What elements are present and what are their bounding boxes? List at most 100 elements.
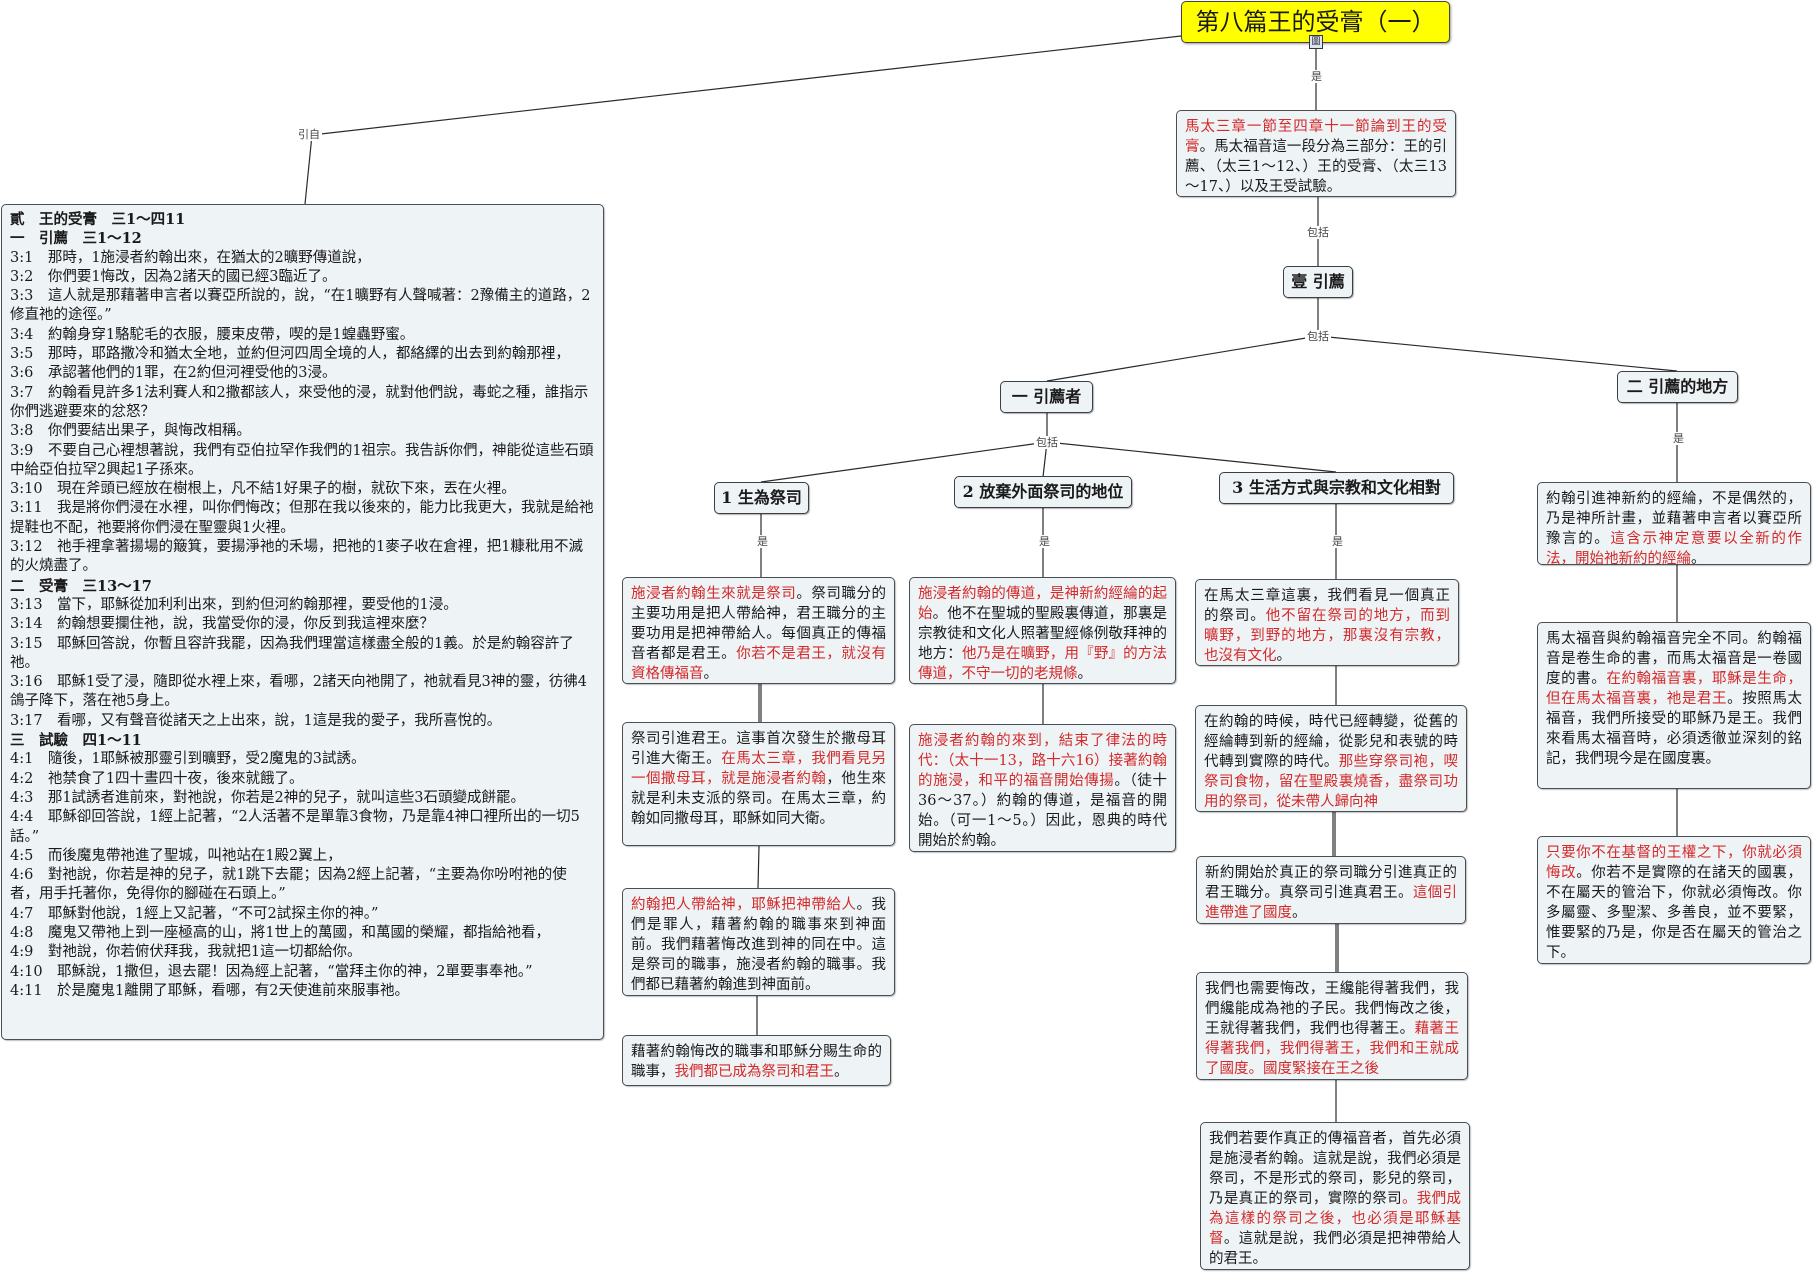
scripture-verse: 4:2 祂禁食了1四十晝四十夜，後來就餓了。 <box>10 770 304 787</box>
scripture-heading: 二 受膏 三13～17 <box>10 577 152 595</box>
scripture-verse: 3:16 耶穌1受了浸，隨即從水裡上來，看哪，2諸天向祂開了，祂就看見3神的靈，… <box>10 674 587 710</box>
note-node[interactable]: 約翰把人帶給神，耶穌把神帶給人。我們是罪人，藉著約翰的職事來到神面前。我們藉著悔… <box>622 888 895 996</box>
body-text: 。馬太福音這一段分為三部分：王的引薦、（太三1～12、）王的受膏、（太三13～1… <box>1185 139 1448 195</box>
subtopic-recommender[interactable]: 一 引薦者 <box>1000 381 1093 413</box>
highlight-text: 只要你不在基督的王權之下，你就必須悔改 <box>1546 845 1802 881</box>
edge-label: 包括 <box>1034 436 1060 449</box>
scripture-verse: 4:1 隨後，1耶穌被那靈引到曠野，受2魔鬼的3試誘。 <box>10 751 366 768</box>
highlight-text: 施浸者約翰生來就是祭司 <box>631 586 797 602</box>
scripture-verse: 3:11 我是將你們浸在水裡，叫你們悔改；但那在我以後來的，能力比我更大，我就是… <box>10 500 594 536</box>
body-text: 。 <box>703 666 719 682</box>
note-node[interactable]: 只要你不在基督的王權之下，你就必須悔改。你若不是實際的在諸天的國裏，不在屬天的管… <box>1537 836 1811 964</box>
scripture-verse: 3:1 那時，1施浸者約翰出來，在猶太的2曠野傳道說， <box>10 249 371 266</box>
body-text: 祭司引進君王。這事首次發生於撒母耳引進大衛王。 <box>631 731 886 767</box>
body-text: 。這就是說，我們必須是把神帶給人的君王。 <box>1209 1231 1461 1267</box>
highlight-text: 你若不是君王，就沒有資格傳福音 <box>631 646 886 682</box>
body-text: ，他生來就是利未支派的祭司。在馬太三章，約翰如同撒母耳，耶穌如同大衛。 <box>631 771 886 827</box>
body-text: 在約翰的時候，時代已經轉變，從舊的經綸轉到新的經綸，從影兒和表號的時代轉到實際的… <box>1204 714 1458 770</box>
scripture-verse: 4:8 魔鬼又帶祂上到一座極高的山，將1世上的萬國，和萬國的榮耀，都指給祂看， <box>10 924 551 941</box>
scripture-verse: 3:8 你們要結出果子，與悔改相稱。 <box>10 423 251 440</box>
body-text: 。祭司職分的主要功用是把人帶給神，君王職分的主要功用是把神帶給人。每個真正的傳福… <box>631 586 886 662</box>
scripture-verse: 3:3 這人就是那藉著申言者以賽亞所說的，說，“在1曠野有人聲喊著：2豫備主的道… <box>10 288 591 324</box>
body-text: 。 <box>1077 666 1093 682</box>
highlight-text: 。我們成為這樣的祭司之後，也必須是耶穌基督 <box>1209 1191 1461 1247</box>
note-node[interactable]: 施浸者約翰生來就是祭司。祭司職分的主要功用是把人帶給神，君王職分的主要功用是把神… <box>622 577 895 684</box>
note-node[interactable]: 藉著約翰悔改的職事和耶穌分賜生命的職事，我們都已成為祭司和君王。 <box>622 1035 891 1086</box>
body-text: 我們若要作真正的傳福音者，首先必須是施浸者約翰。這就是說，我們必須是祭司，不是形… <box>1209 1131 1461 1207</box>
scripture-verse: 3:9 不要自己心裡想著說，我們有亞伯拉罕作我們的1祖宗。我告訴你們，神能從這些… <box>10 442 594 478</box>
body-text: 。 <box>1276 648 1292 664</box>
scripture-verse: 3:4 約翰身穿1駱駝毛的衣服，腰束皮帶，喫的是1蝗蟲野蜜。 <box>10 326 415 343</box>
note-node[interactable]: 約翰引進神新約的經綸，不是偶然的，乃是神所計畫，並藉著申言者以賽亞所豫言的。這含… <box>1537 482 1811 565</box>
scripture-verse: 4:6 對祂說，你若是神的兒子，就1跳下去罷；因為2經上記著，“主要為你吩咐祂的… <box>10 867 567 903</box>
body-text: 藉著約翰悔改的職事和耶穌分賜生命的職事， <box>631 1044 882 1080</box>
root-title[interactable]: 第八篇王的受膏（一） <box>1181 1 1450 43</box>
notes-icon[interactable]: 圖 <box>1309 35 1323 49</box>
note-node[interactable]: 我們若要作真正的傳福音者，首先必須是施浸者約翰。這就是說，我們必須是祭司，不是形… <box>1200 1122 1470 1270</box>
scripture-verse: 4:4 耶穌卻回答說，1經上記著，“2人活著不是單靠3食物，乃是靠4神口裡所出的… <box>10 809 580 845</box>
note-node[interactable]: 我們也需要悔改，王纔能得著我們，我們纔能成為祂的子民。我們悔改之後，王就得著我們… <box>1196 972 1468 1080</box>
point-born-priest[interactable]: 1 生為祭司 <box>714 482 809 514</box>
note-node[interactable]: 在約翰的時候，時代已經轉變，從舊的經綸轉到新的經綸，從影兒和表號的時代轉到實際的… <box>1195 705 1467 812</box>
edge-label: 包括 <box>1305 330 1331 343</box>
point-abandon-priest-position[interactable]: 2 放棄外面祭司的地位 <box>954 476 1132 508</box>
scripture-verse: 3:17 看哪，又有聲音從諸天之上出來，說，1這是我的愛子，我所喜悅的。 <box>10 712 502 729</box>
edge-label: 是 <box>755 535 770 548</box>
edge-label: 引自 <box>296 128 322 141</box>
scripture-verse: 3:5 那時，耶路撒冷和猶太全地，並約但河四周全境的人，都絡繹的出去到約翰那裡， <box>10 346 570 363</box>
highlight-text: 他不留在祭司的地方，而到曠野，到野的地方，那裏沒有宗教，也沒有文化 <box>1204 608 1450 664</box>
note-node[interactable]: 在馬太三章這裏，我們看見一個真正的祭司。他不留在祭司的地方，而到曠野，到野的地方… <box>1195 579 1459 666</box>
highlight-text: 約翰把人帶給神，耶穌把神帶給人 <box>631 897 857 913</box>
edge-label: 是 <box>1037 535 1052 548</box>
scripture-verse: 4:9 對祂說，你若俯伏拜我，我就把1這一切都給你。 <box>10 944 362 961</box>
highlight-text: 在馬太三章，我們看見另一個撒母耳，就是施浸者約翰 <box>631 751 886 787</box>
body-text: 。 <box>834 1064 849 1080</box>
body-text: 。你若不是實際的在諸天的國裏，不在屬天的管治下，你就必須悔改。你多屬靈、多聖潔、… <box>1546 865 1802 961</box>
highlight-text: 那些穿祭司袍，喫祭司食物，留在聖殿裏燒香，盡祭司功用的祭司，從未帶人歸向神 <box>1204 754 1458 810</box>
highlight-text: 這個引進帶進了國度 <box>1205 885 1457 921</box>
point-lifestyle-vs-religion[interactable]: 3 生活方式與宗教和文化相對 <box>1219 472 1454 504</box>
note-node[interactable]: 施浸者約翰的來到，結束了律法的時代：（太十一13，路十六16）接著約翰的施浸，和… <box>909 724 1176 852</box>
highlight-text: 施浸者約翰的來到，結束了律法的時代：（太十一13，路十六16）接著約翰的施浸，和… <box>918 733 1167 789</box>
scripture-verse: 3:15 耶穌回答說，你暫且容許我罷，因為我們理當這樣盡全般的1義。於是約翰容許… <box>10 635 574 671</box>
body-text: 我們也需要悔改，王纔能得著我們，我們纔能成為祂的子民。我們悔改之後，王就得著我們… <box>1205 981 1459 1037</box>
scripture-verse: 3:2 你們要1悔改，因為2諸天的國已經3臨近了。 <box>10 268 337 285</box>
scripture-verse: 4:5 而後魔鬼帶祂進了聖城，叫祂站在1殿2翼上， <box>10 847 342 864</box>
body-text: 。按照馬太福音，我們所接受的耶穌乃是王。我們來看馬太福音時，必須透徹並深刻的銘記… <box>1546 691 1802 767</box>
edge-label: 包括 <box>1305 226 1331 239</box>
body-text: 約翰引進神新約的經綸，不是偶然的，乃是神所計畫，並藉著申言者以賽亞所豫言的。 <box>1546 491 1802 547</box>
scripture-verse: 4:10 耶穌說，1撒但，退去罷！因為經上記著，“當拜主你的神，2單要事奉祂。” <box>10 963 533 980</box>
highlight-text: 這含示神定意要以全新的作法，開始祂新約的經綸 <box>1546 531 1803 565</box>
highlight-text: 在約翰福音裏，耶穌是生命，但在馬太福音裏，祂是君王 <box>1546 671 1802 707</box>
edge-label: 是 <box>1671 432 1686 445</box>
highlight-text: 藉著王得著我們，我們得著王，我們和王就成了國度。國度緊接在王之後 <box>1205 1021 1459 1077</box>
scripture-verse: 4:7 耶穌對他說，1經上又記著，“不可2試探主你的神。” <box>10 905 379 922</box>
edge-label: 是 <box>1330 535 1345 548</box>
scripture-heading: 一 引薦 三1～12 <box>10 230 142 248</box>
note-node[interactable]: 施浸者約翰的傳道，是神新約經綸的起始。他不在聖城的聖殿裏傳道，那裏是宗教徒和文化… <box>909 577 1176 684</box>
edge-label: 是 <box>1309 70 1324 83</box>
scripture-heading: 貳 王的受膏 三1～四11 <box>10 211 186 228</box>
scripture-verse: 3:13 當下，耶穌從加利利出來，到約但河約翰那裡，要受他的1浸。 <box>10 596 458 613</box>
topic-recommendation[interactable]: 壹 引薦 <box>1283 266 1353 298</box>
subtopic-place[interactable]: 二 引薦的地方 <box>1617 371 1738 403</box>
highlight-text: 馬太三章一節至四章十一節論到王的受膏 <box>1185 119 1447 155</box>
note-node[interactable]: 新約開始於真正的祭司職分引進真正的君王職分。真祭司引進真君王。這個引進帶進了國度… <box>1196 856 1466 924</box>
scripture-verse: 3:6 承認著他們的1罪，在2約但河裡受他的3浸。 <box>10 365 337 382</box>
body-text: 。他不在聖城的聖殿裏傳道，那裏是宗教徒和文化人照著聖經條例敬拜神的地方： <box>918 606 1167 662</box>
summary-node[interactable]: 馬太三章一節至四章十一節論到王的受膏。馬太福音這一段分為三部分：王的引薦、（太三… <box>1176 110 1456 197</box>
body-text: 。我們是罪人，藉著約翰的職事來到神面前。我們藉著悔改進到神的同在中。這是祭司的職… <box>631 897 886 993</box>
scripture-verse: 4:11 於是魔鬼1離開了耶穌，看哪，有2天使進前來服事祂。 <box>10 982 410 999</box>
note-node[interactable]: 馬太福音與約翰福音完全不同。約翰福音是卷生命的書，而馬太福音是一卷國度的書。在約… <box>1537 622 1811 789</box>
scripture-verse: 3:10 現在斧頭已經放在樹根上，凡不結1好果子的樹，就砍下來，丟在火裡。 <box>10 481 516 498</box>
highlight-text: 施浸者約翰的傳道，是神新約經綸的起始 <box>918 586 1167 622</box>
highlight-text: 我們都已成為祭司和君王 <box>674 1064 835 1080</box>
note-node[interactable]: 祭司引進君王。這事首次發生於撒母耳引進大衛王。在馬太三章，我們看見另一個撒母耳，… <box>622 722 895 846</box>
body-text: 。 <box>1292 905 1307 921</box>
highlight-text: 他乃是在曠野，用『野』的方法傳道，不守一切的老規條 <box>918 646 1167 682</box>
scripture-verse: 3:7 約翰看見許多1法利賽人和2撒都該人，來受他的浸，就對他們說，毒蛇之種，誰… <box>10 384 589 420</box>
body-text: 新約開始於真正的祭司職分引進真正的君王職分。真祭司引進真君王。 <box>1205 865 1457 901</box>
body-text: 在馬太三章這裏，我們看見一個真正的祭司。 <box>1204 588 1450 624</box>
